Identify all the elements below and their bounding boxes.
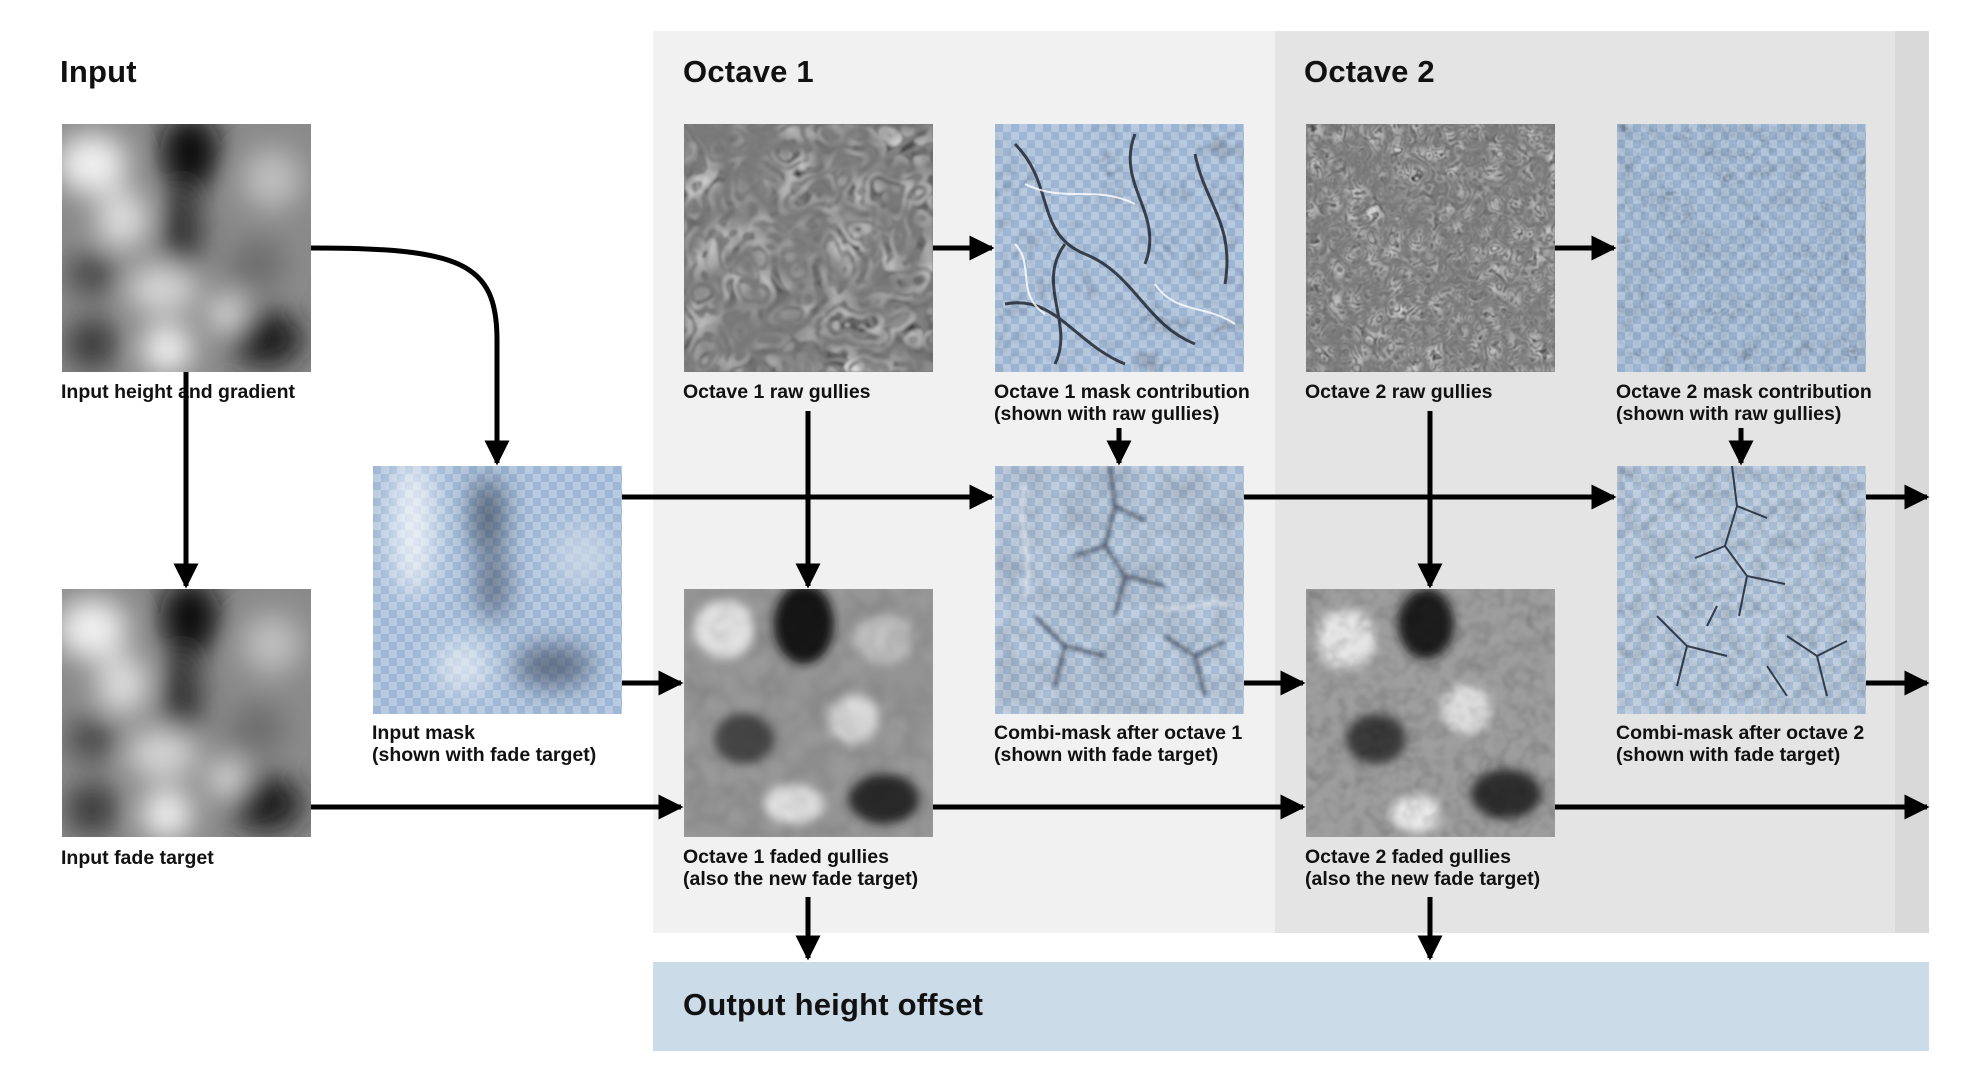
- octave-1-heading: Octave 1: [683, 54, 814, 89]
- octave-1-mask-contribution-caption: Octave 1 mask contribution (shown with r…: [994, 381, 1250, 425]
- octave-2-raw-gullies-image: [1306, 124, 1555, 372]
- combi-mask-after-octave-1-caption: Combi-mask after octave 1 (shown with fa…: [994, 722, 1243, 766]
- combi-mask-after-octave-2-image: [1617, 466, 1866, 714]
- input-fade-target-caption: Input fade target: [61, 847, 214, 869]
- octave-2-faded-gullies-caption: Octave 2 faded gullies (also the new fad…: [1305, 846, 1541, 890]
- octave-1-mask-contribution-image: [995, 124, 1244, 372]
- input-mask-caption: Input mask (shown with fade target): [372, 722, 597, 766]
- octave-1-faded-gullies-caption: Octave 1 faded gullies (also the new fad…: [683, 846, 919, 890]
- input-height-caption: Input height and gradient: [61, 381, 295, 403]
- arrow-height-to-mask: [310, 245, 510, 466]
- input-heading: Input: [60, 54, 137, 89]
- octave-2-faded-gullies-image: [1306, 589, 1555, 837]
- input-mask-image: [373, 466, 622, 714]
- combi-mask-after-octave-1-image: [995, 466, 1244, 714]
- octave-2-mask-contribution-caption: Octave 2 mask contribution (shown with r…: [1616, 381, 1872, 425]
- output-heading: Output height offset: [683, 987, 984, 1022]
- octave-2-mask-contribution-image: [1617, 124, 1866, 372]
- octave-2-raw-gullies-caption: Octave 2 raw gullies: [1305, 381, 1493, 403]
- octave-2-heading: Octave 2: [1304, 54, 1435, 89]
- octave-1-raw-gullies-image: [684, 124, 933, 372]
- octave-1-faded-gullies-image: [684, 589, 933, 837]
- next-octave-panel-edge: [1895, 31, 1929, 933]
- combi-mask-after-octave-2-caption: Combi-mask after octave 2 (shown with fa…: [1616, 722, 1865, 766]
- output-panel: [653, 962, 1929, 1051]
- octave-1-raw-gullies-caption: Octave 1 raw gullies: [683, 381, 871, 403]
